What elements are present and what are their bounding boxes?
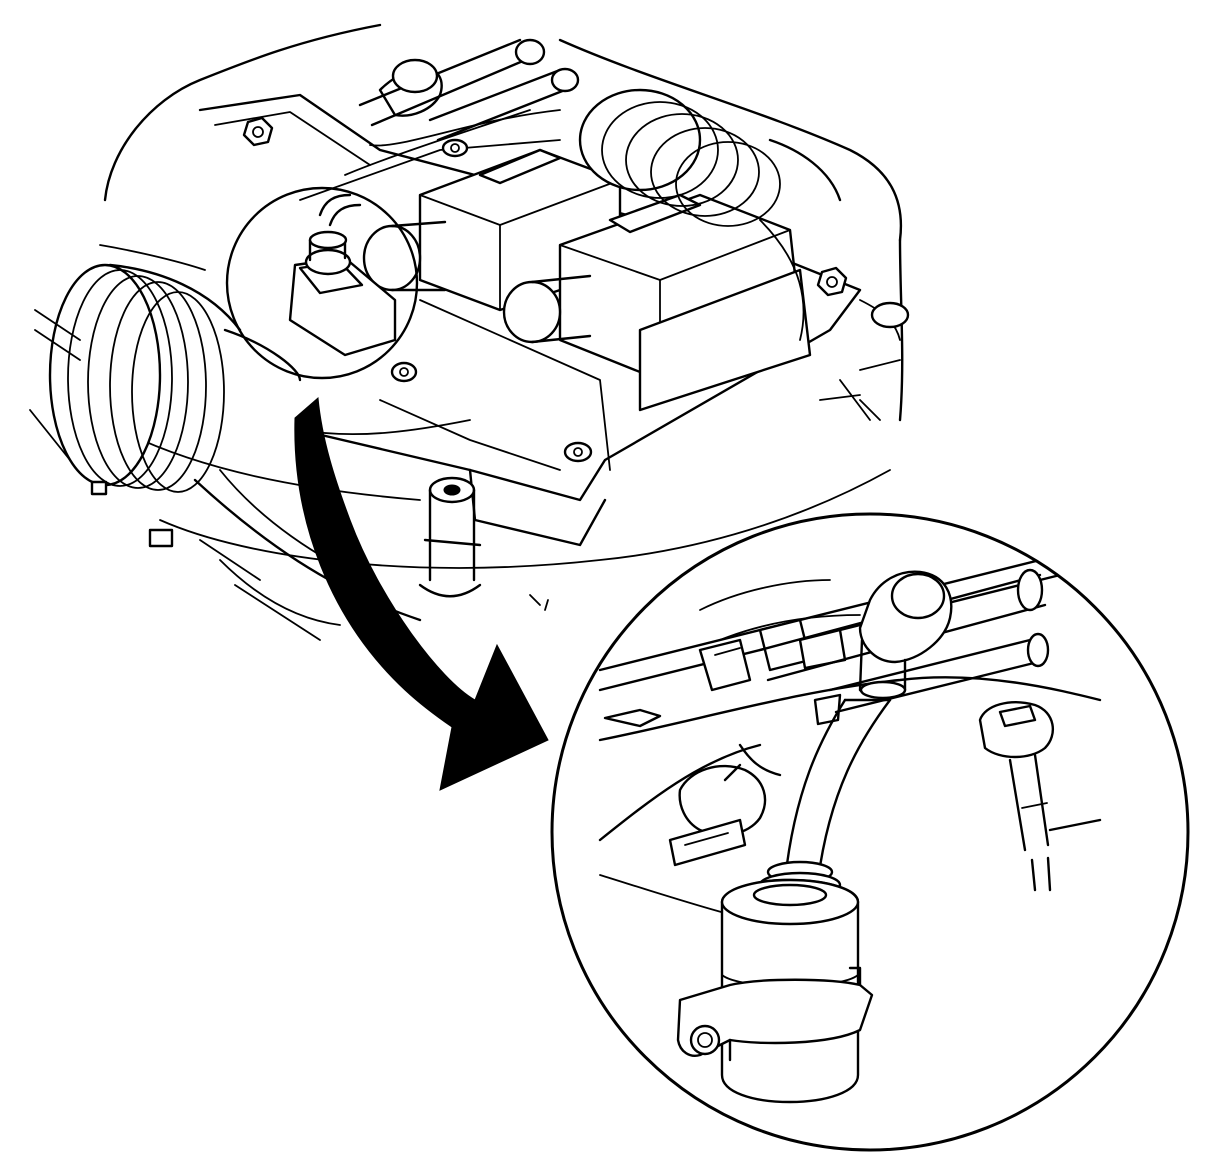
- retaining-clip: [676, 966, 874, 1062]
- detail-locator-circle: [225, 186, 419, 380]
- fuel-rail: [758, 568, 1050, 714]
- lower-fitting: [418, 476, 549, 611]
- fuel-injector-right: [978, 701, 1055, 892]
- injector-harness-connector: [668, 743, 782, 867]
- ignition-coil-pack: [362, 148, 812, 412]
- bolt-lower: [563, 441, 593, 463]
- detail-circle-callout: [550, 512, 1190, 1152]
- regulator-overview: [288, 193, 397, 357]
- callout-arrow: [294, 396, 549, 791]
- fuel-injector: [858, 570, 953, 700]
- bolt-lower-left: [390, 361, 418, 383]
- right-air-duct: [578, 88, 842, 341]
- bolt-right: [816, 266, 848, 297]
- bolt-center: [441, 138, 469, 158]
- engine-overview: [29, 23, 910, 641]
- bolt-left: [242, 116, 274, 147]
- vacuum-hose: [783, 698, 892, 882]
- fuel-rail: [344, 38, 580, 176]
